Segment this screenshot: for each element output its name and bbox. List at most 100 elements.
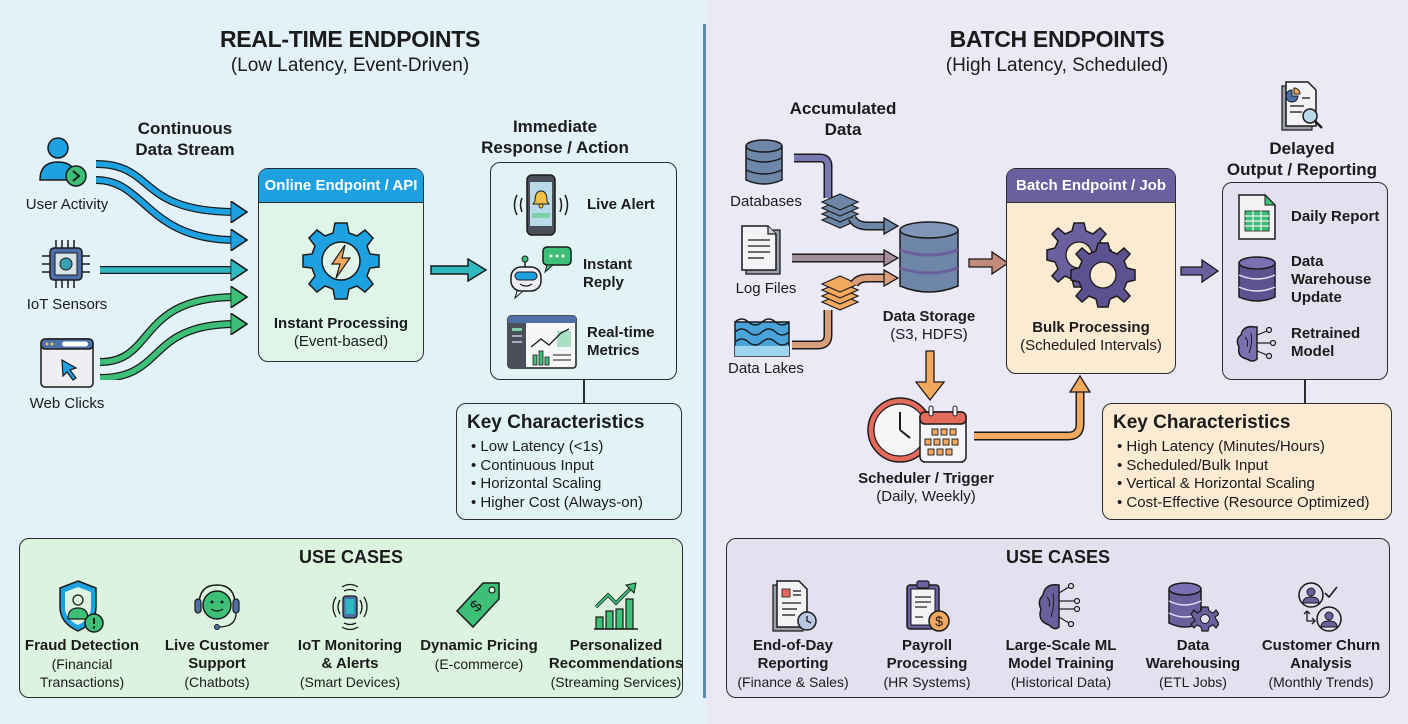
batch-endpoint-detail: (Scheduled Intervals) [1020, 337, 1162, 354]
output-title-line1: Delayed [1269, 139, 1335, 158]
headset-agent-icon [151, 577, 283, 637]
output-title-line2: Output / Reporting [1226, 160, 1378, 179]
batch-endpoint-box[interactable]: Batch Endpoint / Job Bulk Processing (Sc… [1006, 168, 1176, 374]
realtime-kc-list: Low Latency (<1s) Continuous Input Horiz… [471, 438, 681, 512]
online-endpoint-box[interactable]: Online Endpoint / API Instant Processing… [258, 168, 424, 362]
trend-chart-icon [548, 577, 684, 637]
browser-click-icon [40, 338, 94, 388]
section-divider [703, 24, 706, 698]
batch-use-cases: USE CASES End-of-Day Reporting (Finance … [726, 538, 1390, 698]
use-case-desc: (ETL Jobs) [1159, 674, 1227, 690]
response-label-realtime-metrics: Real-time Metrics [587, 324, 655, 360]
realtime-kc-item: Horizontal Scaling [471, 475, 681, 494]
stream-label-line2: Data Stream [135, 140, 235, 159]
output-data-warehouse-update[interactable]: Data Warehouse Update [1237, 253, 1371, 307]
use-case-desc: Transactions) [39, 674, 125, 690]
output-label-daily-report: Daily Report [1291, 208, 1380, 225]
batch-title: BATCH ENDPOINTS [949, 26, 1165, 52]
response-realtime-metrics[interactable]: Real-time Metrics [507, 315, 655, 369]
chatbot-icon [509, 245, 573, 303]
batch-kc-item: High Latency (Minutes/Hours) [1117, 438, 1391, 457]
connector-line [1304, 380, 1306, 404]
clock-calendar-icon [866, 396, 970, 466]
use-case-iot-monitoring[interactable]: IoT Monitoring & Alerts (Smart Devices) [284, 577, 416, 691]
arrow-to-scheduler [914, 350, 946, 402]
output-label-line: Update [1291, 289, 1342, 306]
response-box: Live Alert Instant Reply [490, 162, 677, 380]
output-label-data-warehouse: Data Warehouse Update [1291, 253, 1371, 307]
output-title: Delayed Output / Reporting [1216, 138, 1388, 180]
use-case-name: Fraud Detection [24, 637, 140, 654]
log-file-icon [740, 224, 784, 278]
use-case-customer-churn[interactable]: Customer Churn Analysis (Monthly Trends) [1253, 577, 1389, 691]
gears-icon [1007, 217, 1175, 313]
accumulated-label: Accumulated Data [768, 98, 918, 140]
accumulated-label-line2: Data [824, 120, 862, 139]
dashboard-icon [507, 315, 577, 369]
response-title-line1: Immediate [512, 117, 598, 136]
source-label-web-clicks: Web Clicks [29, 395, 105, 412]
response-label-live-alert: Live Alert [587, 196, 655, 213]
use-case-desc: (Historical Data) [1010, 674, 1112, 690]
batch-kc-list: High Latency (Minutes/Hours) Scheduled/B… [1117, 438, 1391, 512]
stream-label: Continuous Data Stream [115, 118, 255, 160]
batch-source-label-log-files: Log Files [735, 280, 797, 297]
data-storage-icon [898, 220, 960, 296]
use-case-desc: (Chatbots) [184, 674, 250, 690]
arrow-to-response [430, 258, 488, 282]
use-case-personalized-recommendations[interactable]: Personalized Recommendations (Streaming … [548, 577, 684, 691]
use-case-name: Analysis [1290, 655, 1352, 672]
brain-icon [1235, 323, 1279, 363]
batch-kc-item: Cost-Effective (Resource Optimized) [1117, 494, 1391, 513]
batch-source-label-data-lakes: Data Lakes [728, 360, 804, 377]
batch-panel: BATCH ENDPOINTS (High Latency, Scheduled… [706, 0, 1408, 724]
output-retrained-model[interactable]: Retrained Model [1235, 323, 1360, 363]
use-case-name: Payroll [901, 637, 953, 654]
output-label-line: Warehouse [1291, 271, 1372, 288]
iot-device-icon [284, 577, 416, 637]
database-icon [744, 138, 784, 188]
data-storage-name: Data Storage [882, 308, 976, 325]
batch-use-cases-title: USE CASES [1005, 547, 1111, 567]
stream-arrows [96, 160, 258, 380]
batch-endpoint-name: Bulk Processing [1032, 319, 1150, 336]
response-live-alert[interactable]: Live Alert [509, 173, 655, 237]
use-case-name: Personalized [569, 637, 663, 654]
use-case-name: Dynamic Pricing [420, 637, 538, 654]
batch-key-characteristics: Key Characteristics High Latency (Minute… [1102, 403, 1392, 520]
database-gear-icon [1133, 577, 1253, 637]
phone-alert-icon [509, 173, 573, 237]
use-case-desc: (HR Systems) [883, 674, 971, 690]
response-label-instant-reply-line2: Reply [583, 274, 624, 291]
use-case-end-of-day-reporting[interactable]: End-of-Day Reporting (Finance & Sales) [727, 577, 859, 691]
batch-kc-title: Key Characteristics [1113, 412, 1291, 433]
response-instant-reply[interactable]: Instant Reply [509, 245, 632, 303]
batch-source-label-databases: Databases [730, 193, 802, 210]
use-case-name: Customer Churn [1261, 637, 1381, 654]
realtime-title: REAL-TIME ENDPOINTS [219, 26, 481, 52]
use-case-desc: (E-commerce) [434, 656, 524, 672]
use-case-desc: (Financial [51, 656, 113, 672]
output-daily-report[interactable]: Daily Report [1237, 193, 1379, 241]
gear-lightning-icon [259, 221, 423, 301]
response-label-realtime-metrics-line1: Real-time [587, 324, 655, 341]
arrow-scheduler-to-endpoint [974, 374, 1092, 441]
warehouse-database-icon [1237, 255, 1277, 305]
user-swap-icon [1253, 577, 1389, 637]
batch-subtitle: (High Latency, Scheduled) [945, 55, 1169, 76]
use-case-large-scale-ml[interactable]: Large-Scale ML Model Training (Historica… [991, 577, 1131, 691]
use-case-name: Large-Scale ML [1005, 637, 1117, 654]
use-case-fraud-detection[interactable]: Fraud Detection (Financial Transactions) [16, 577, 148, 691]
use-case-data-warehousing[interactable]: Data Warehousing (ETL Jobs) [1133, 577, 1253, 691]
use-case-name: Warehousing [1145, 655, 1241, 672]
use-case-live-customer-support[interactable]: Live Customer Support (Chatbots) [151, 577, 283, 691]
scheduler-name: Scheduler / Trigger [858, 470, 994, 487]
use-case-dynamic-pricing[interactable]: $ Dynamic Pricing (E-commerce) [413, 577, 545, 673]
realtime-use-cases-title: USE CASES [298, 547, 404, 567]
use-case-desc: (Finance & Sales) [737, 674, 849, 690]
shield-user-icon [16, 577, 148, 637]
use-case-payroll-processing[interactable]: $ Payroll Processing (HR Systems) [861, 577, 993, 691]
response-label-instant-reply-line1: Instant [583, 256, 633, 273]
use-case-name: End-of-Day [753, 637, 833, 654]
online-endpoint-detail: (Event-based) [293, 333, 389, 350]
